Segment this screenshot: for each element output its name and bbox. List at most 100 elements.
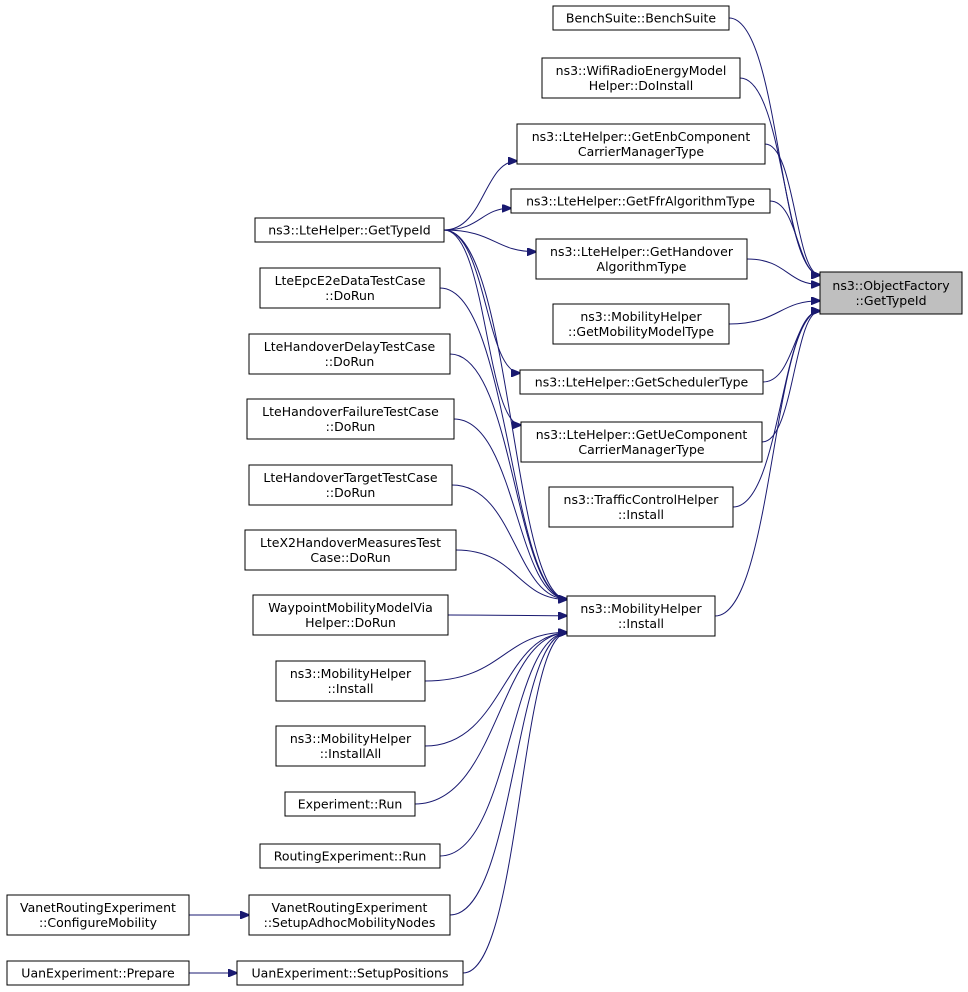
edge-lte_gettypeid-to-lte_ffr xyxy=(443,208,511,231)
node-label-line: ns3::LteHelper::GetFfrAlgorithmType xyxy=(526,194,755,209)
node-box xyxy=(552,5,730,31)
edge-lte_uecc-to-objectfactory_gettypeid xyxy=(761,311,820,443)
node-lte_enbcc[interactable]: ns3::LteHelper::GetEnbComponentCarrierMa… xyxy=(516,123,766,165)
node-lte_gettypeid[interactable]: ns3::LteHelper::GetTypeId xyxy=(254,217,445,243)
node-lte_uecc[interactable]: ns3::LteHelper::GetUeComponentCarrierMan… xyxy=(520,421,763,463)
edge-lte_gettypeid-to-lte_handover xyxy=(443,229,536,252)
node-ho_delay[interactable]: LteHandoverDelayTestCase::DoRun xyxy=(248,333,451,375)
node-lte_ffr[interactable]: ns3::LteHelper::GetFfrAlgorithmType xyxy=(510,188,771,214)
node-mob_install_main[interactable]: ns3::MobilityHelper::Install xyxy=(566,595,716,637)
node-ho_target[interactable]: LteHandoverTargetTestCase::DoRun xyxy=(248,464,453,506)
node-mob_installall[interactable]: ns3::MobilityHelper::InstallAll xyxy=(275,725,426,767)
edge-traffic-to-objectfactory_gettypeid xyxy=(732,311,820,508)
node-label-line: RoutingExperiment::Run xyxy=(274,849,427,864)
node-box xyxy=(6,960,190,986)
node-label-line: VanetRoutingExperiment xyxy=(20,900,176,915)
node-label-line: CarrierManagerType xyxy=(578,144,705,159)
edge-mob_getmodeltype-to-objectfactory_gettypeid xyxy=(728,301,820,325)
edge-mob_installall-to-mob_install_main xyxy=(424,633,567,747)
node-label-line: BenchSuite::BenchSuite xyxy=(566,11,717,26)
node-box xyxy=(246,398,455,440)
node-box xyxy=(552,303,730,345)
node-label-line: ns3::MobilityHelper xyxy=(580,601,702,616)
node-box xyxy=(248,333,451,375)
node-label-line: ns3::MobilityHelper xyxy=(290,731,412,746)
edge-wifiradio-to-objectfactory_gettypeid xyxy=(739,77,820,275)
node-label-line: ::Install xyxy=(327,681,373,696)
node-epc_e2e[interactable]: LteEpcE2eDataTestCase::DoRun xyxy=(259,267,441,309)
node-box xyxy=(541,57,741,99)
edge-vanet_setup-to-mob_install_main xyxy=(449,633,567,916)
node-label-line: UanExperiment::SetupPositions xyxy=(252,966,449,981)
edges-layer xyxy=(189,17,820,974)
node-box xyxy=(275,725,426,767)
node-box xyxy=(275,660,426,702)
node-box xyxy=(284,791,416,817)
node-label-line: LteX2HandoverMeasuresTest xyxy=(260,535,441,550)
node-vanet_setup[interactable]: VanetRoutingExperiment::SetupAdhocMobili… xyxy=(248,894,451,936)
node-box xyxy=(259,843,441,869)
node-box xyxy=(6,894,190,936)
node-label-line: ns3::WifiRadioEnergyModel xyxy=(556,63,727,78)
node-box xyxy=(516,123,766,165)
node-lte_sched[interactable]: ns3::LteHelper::GetSchedulerType xyxy=(519,369,764,395)
node-traffic[interactable]: ns3::TrafficControlHelper::Install xyxy=(548,486,734,528)
node-label-line: ::DoRun xyxy=(325,354,375,369)
node-benchsuite[interactable]: BenchSuite::BenchSuite xyxy=(552,5,730,31)
node-experiment_run[interactable]: Experiment::Run xyxy=(284,791,416,817)
node-box xyxy=(520,421,763,463)
node-box xyxy=(252,594,449,636)
node-label-line: ns3::LteHelper::GetHandover xyxy=(550,244,734,259)
node-uan_prepare[interactable]: UanExperiment::Prepare xyxy=(6,960,190,986)
edge-waypoint-to-mob_install_main xyxy=(447,615,567,616)
node-label-line: ::InstallAll xyxy=(320,746,382,761)
node-mob_getmodeltype[interactable]: ns3::MobilityHelper::GetMobilityModelTyp… xyxy=(552,303,730,345)
edge-lte_gettypeid-to-lte_uecc xyxy=(443,229,521,425)
node-label-line: ns3::LteHelper::GetUeComponent xyxy=(536,427,748,442)
node-label-line: ns3::LteHelper::GetEnbComponent xyxy=(532,129,751,144)
edge-experiment_run-to-mob_install_main xyxy=(414,633,567,805)
edge-lte_gettypeid-to-lte_sched xyxy=(443,229,520,373)
node-ho_failure[interactable]: LteHandoverFailureTestCase::DoRun xyxy=(246,398,455,440)
edge-lte_gettypeid-to-lte_enbcc xyxy=(443,161,517,231)
edge-ho_delay-to-mob_install_main xyxy=(449,353,567,599)
node-label-line: AlgorithmType xyxy=(597,259,687,274)
node-label-line: ::Install xyxy=(618,507,664,522)
node-box xyxy=(510,188,771,214)
node-box xyxy=(254,217,445,243)
edge-lte_handover-to-objectfactory_gettypeid xyxy=(746,258,820,285)
node-box xyxy=(259,267,441,309)
edge-lte_enbcc-to-objectfactory_gettypeid xyxy=(764,143,820,275)
node-mob_install2[interactable]: ns3::MobilityHelper::Install xyxy=(275,660,426,702)
node-label-line: ::ConfigureMobility xyxy=(39,915,158,930)
node-label-line: ns3::LteHelper::GetTypeId xyxy=(268,223,431,238)
node-label-line: ::Install xyxy=(618,616,664,631)
node-routing_run[interactable]: RoutingExperiment::Run xyxy=(259,843,441,869)
node-box xyxy=(819,271,963,315)
node-box xyxy=(548,486,734,528)
edge-ho_target-to-mob_install_main xyxy=(451,484,567,599)
node-label-line: UanExperiment::Prepare xyxy=(21,966,175,981)
node-box xyxy=(566,595,716,637)
node-label-line: ns3::MobilityHelper xyxy=(290,666,412,681)
node-vanet_config[interactable]: VanetRoutingExperiment::ConfigureMobilit… xyxy=(6,894,190,936)
node-label-line: Experiment::Run xyxy=(298,797,403,812)
node-label-line: ns3::TrafficControlHelper xyxy=(564,492,720,507)
node-label-line: ns3::LteHelper::GetSchedulerType xyxy=(535,375,749,390)
target-node-objectfactory_gettypeid[interactable]: ns3::ObjectFactory::GetTypeId xyxy=(819,271,963,315)
node-label-line: LteHandoverDelayTestCase xyxy=(264,339,436,354)
edge-uan_setup-to-mob_install_main xyxy=(462,633,567,974)
node-label-line: ::DoRun xyxy=(326,419,376,434)
node-label-line: ns3::ObjectFactory xyxy=(832,278,950,293)
node-label-line: CarrierManagerType xyxy=(578,442,705,457)
node-uan_setup[interactable]: UanExperiment::SetupPositions xyxy=(236,960,464,986)
node-label-line: ::DoRun xyxy=(326,485,376,500)
node-label-line: Helper::DoRun xyxy=(305,615,396,630)
node-wifiradio[interactable]: ns3::WifiRadioEnergyModelHelper::DoInsta… xyxy=(541,57,741,99)
edge-lte_ffr-to-objectfactory_gettypeid xyxy=(769,200,820,275)
edge-routing_run-to-mob_install_main xyxy=(439,633,567,857)
